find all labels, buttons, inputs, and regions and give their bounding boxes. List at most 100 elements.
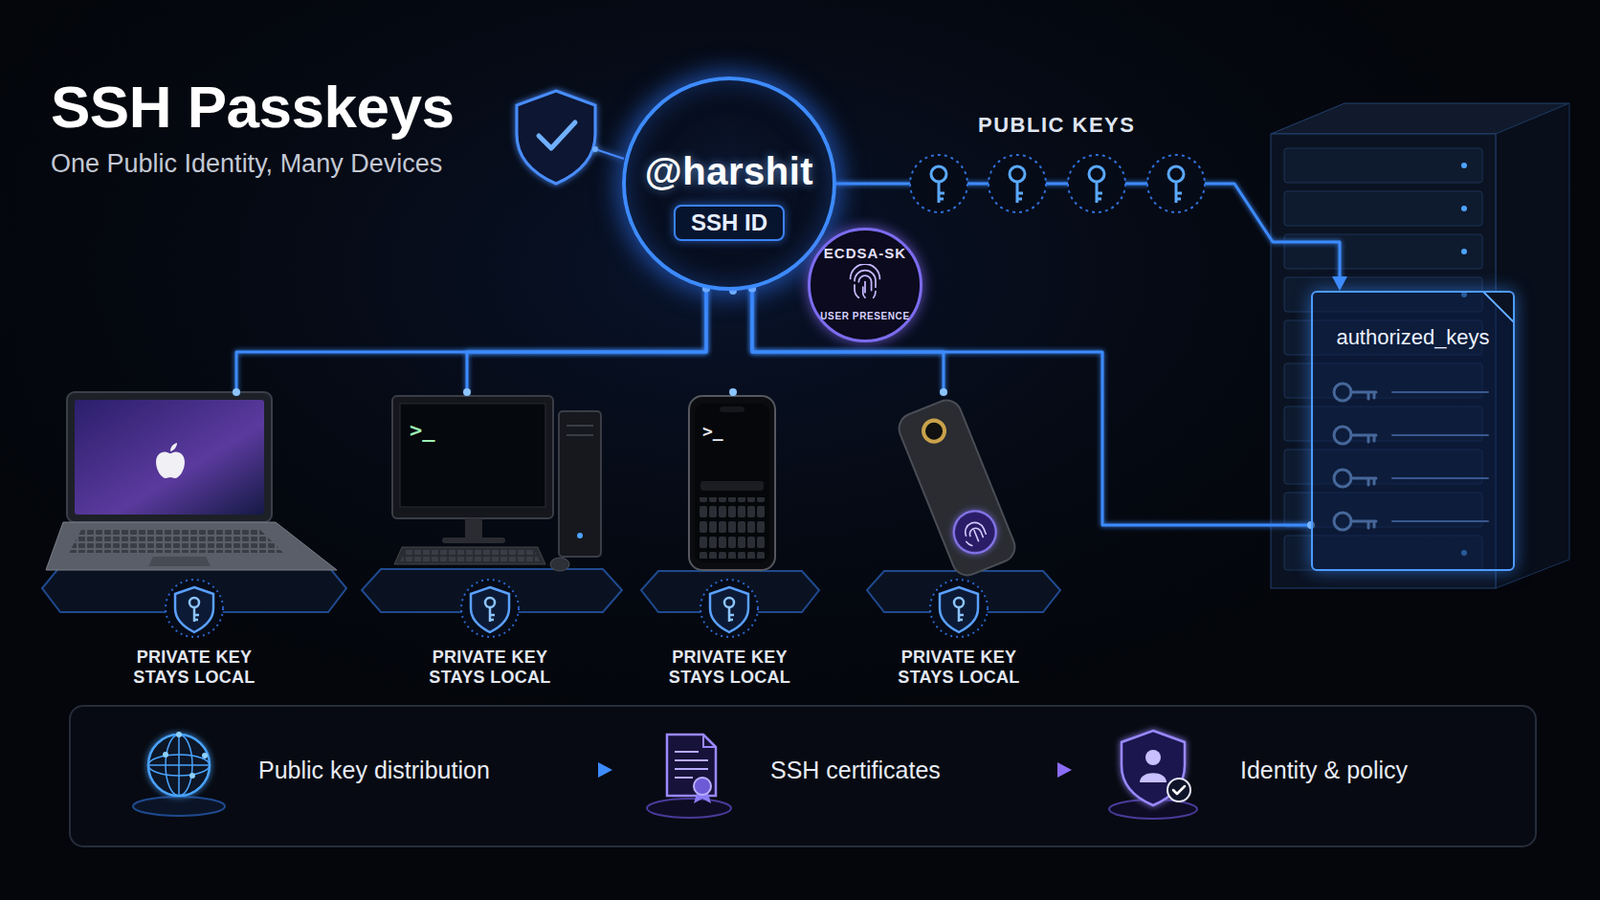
certificate-icon: [666, 734, 716, 797]
server-rack: [1270, 103, 1570, 589]
private-key-shield-icon: [165, 579, 988, 638]
private-key-shield-icon: [485, 598, 495, 608]
private-key-shield-icon: [710, 587, 749, 633]
desktop-illustration: [392, 396, 554, 519]
security-key-illustration: [947, 505, 1002, 560]
security-key-illustration: [866, 396, 1061, 613]
security-key-illustration: [894, 396, 1020, 580]
document-card: authorized_keys: [1311, 290, 1515, 572]
phone-illustration: [700, 481, 764, 491]
connector: [748, 284, 1315, 530]
globe-icon: [133, 732, 225, 817]
laptop-illustration: [68, 528, 284, 554]
public-key-icon: [988, 155, 1046, 213]
public-key-icon: [1096, 181, 1103, 203]
public-key-icon: [910, 155, 968, 213]
public-key-icon: [1009, 166, 1025, 182]
connector-line: [952, 768, 1061, 773]
public-key-icon: [1088, 166, 1105, 182]
identity-policy-icon: [1145, 750, 1161, 766]
connector-line: [466, 288, 707, 393]
private-key-shield-icon: [724, 598, 734, 608]
public-key-icon: [1017, 181, 1023, 203]
step-item: Identity & policy: [1071, 736, 1420, 804]
server-rack: [1284, 191, 1483, 226]
certificate-icon: [674, 759, 709, 762]
device-caption: PRIVATE KEY STAYS LOCAL: [418, 647, 562, 689]
certificate-icon: [674, 751, 699, 754]
private-key-shield-icon: [700, 579, 758, 638]
device-caption: PRIVATE KEY STAYS LOCAL: [887, 647, 1031, 689]
globe-icon: [162, 752, 169, 758]
private-key-shield-icon: [489, 607, 495, 623]
private-key-shield-icon: [954, 598, 964, 608]
public-key-icon: [1176, 181, 1182, 203]
private-key-shield-icon: [461, 579, 519, 638]
private-key-shield-icon: [939, 587, 978, 633]
title-underline: [50, 204, 256, 208]
identity-policy-icon: [1173, 786, 1185, 795]
connector: [463, 284, 711, 397]
laptop-illustration: [42, 392, 347, 613]
badge-subtitle: USER PRESENCE: [820, 311, 910, 322]
private-key-shield-icon: [175, 587, 214, 633]
private-key-shield-icon: [189, 598, 200, 608]
shield-check-icon: [516, 90, 596, 184]
step-text: Identity & policy: [1240, 756, 1408, 785]
laptop-illustration: [45, 522, 337, 571]
laptop-illustration: [74, 400, 265, 515]
terminal-prompt: >_: [702, 421, 724, 442]
arrow-head: [598, 762, 613, 778]
desktop-illustration: [442, 537, 506, 544]
desktop-illustration: [400, 550, 540, 562]
public-key-icon: [938, 181, 945, 203]
server-rack: [1284, 234, 1483, 269]
subtitle: One Public Identity, Many Devices: [50, 149, 443, 179]
security-key-illustration: [920, 417, 949, 445]
server-rack: [1284, 148, 1483, 183]
certificate-icon: [646, 734, 732, 819]
phone-illustration: [719, 406, 745, 413]
device-caption: PRIVATE KEY STAYS LOCAL: [658, 647, 802, 689]
public-key-icon: [931, 166, 947, 182]
laptop-illustration: [155, 451, 185, 479]
private-key-shield-icon: [194, 607, 200, 623]
desktop-illustration: [465, 518, 483, 540]
globe-icon: [177, 734, 180, 797]
step-item: Public key distribution: [110, 736, 502, 804]
server-rack: [1461, 205, 1467, 212]
shield-check-icon: [516, 90, 624, 184]
terminal-prompt: >_: [409, 418, 436, 443]
laptop-illustration: [66, 392, 272, 523]
diagram-title: SSH Passkeys: [50, 72, 454, 141]
public-key-icon: [988, 155, 1046, 213]
connector-line: [732, 290, 735, 393]
desktop-illustration: [558, 411, 601, 557]
identity-policy-icon: [1139, 773, 1167, 783]
handle-text: @harshit: [644, 150, 814, 194]
step-text: SSH certificates: [770, 756, 941, 785]
private-key-shield-icon: [958, 607, 964, 623]
file-name: authorized_keys: [1335, 325, 1489, 351]
desktop-illustration: [400, 403, 546, 508]
section-label: PUBLIC KEYS: [977, 112, 1135, 138]
certificate-icon: [674, 777, 693, 779]
step-item: SSH certificates: [612, 736, 953, 804]
public-key-icon: [1067, 155, 1126, 213]
public-key-icon: [1168, 166, 1184, 182]
public-key-icon: [1147, 155, 1205, 213]
connector-dot: [463, 388, 471, 397]
globe-icon: [133, 797, 225, 817]
phone-illustration: [694, 403, 770, 563]
desktop-illustration: [577, 533, 583, 539]
bottom-panel: [69, 706, 1536, 847]
phone-illustration: [688, 396, 776, 571]
device-node: PRIVATE KEY STAYS LOCAL: [45, 392, 343, 691]
shield-check-icon: [592, 146, 599, 153]
badge-title: ECDSA-SK: [823, 244, 907, 262]
badge-circle: ECDSA-SK USER PRESENCE: [807, 227, 923, 343]
connector-line: [236, 288, 707, 393]
server-rack: [1461, 248, 1467, 255]
